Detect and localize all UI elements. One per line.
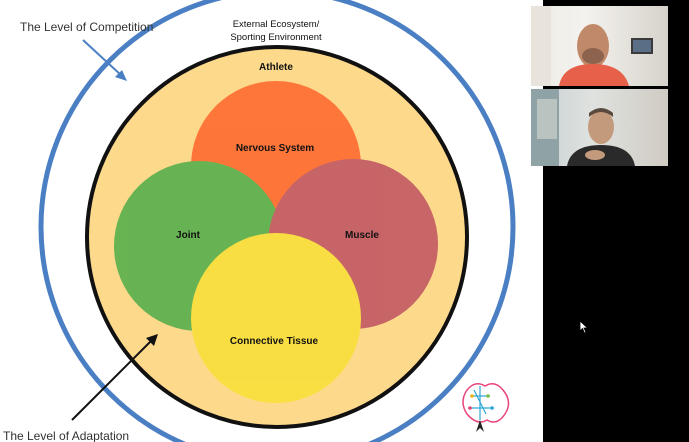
adaptation-arrow-icon [71,334,158,421]
joint-label: Joint [176,230,201,241]
video-tile-participant-2[interactable] [531,89,668,166]
connective-tissue-circle [191,233,361,403]
adaptation-diagram: External Ecosystem/ Sporting Environment… [3,0,516,442]
connective-tissue-label: Connective Tissue [230,336,319,347]
ecosystem-label-line2: Sporting Environment [230,32,322,43]
competition-arrow-icon [82,39,127,81]
ecosystem-label-line1: External Ecosystem/ [233,19,320,30]
adaptation-level-label: The Level of Adaptation [3,429,129,442]
nervous-system-label: Nervous System [236,143,314,154]
person-orange-shirt-icon [531,6,653,86]
arrow-cursor-icon [579,320,589,334]
athlete-label: Athlete [259,62,293,73]
video-tile-participant-1[interactable] [531,6,668,86]
presentation-slide: External Ecosystem/ Sporting Environment… [0,0,543,442]
person-dark-shirt-icon [531,89,635,166]
muscle-label: Muscle [345,230,379,241]
competition-level-label: The Level of Competition [20,20,153,34]
brain-tree-logo-icon [462,383,510,432]
